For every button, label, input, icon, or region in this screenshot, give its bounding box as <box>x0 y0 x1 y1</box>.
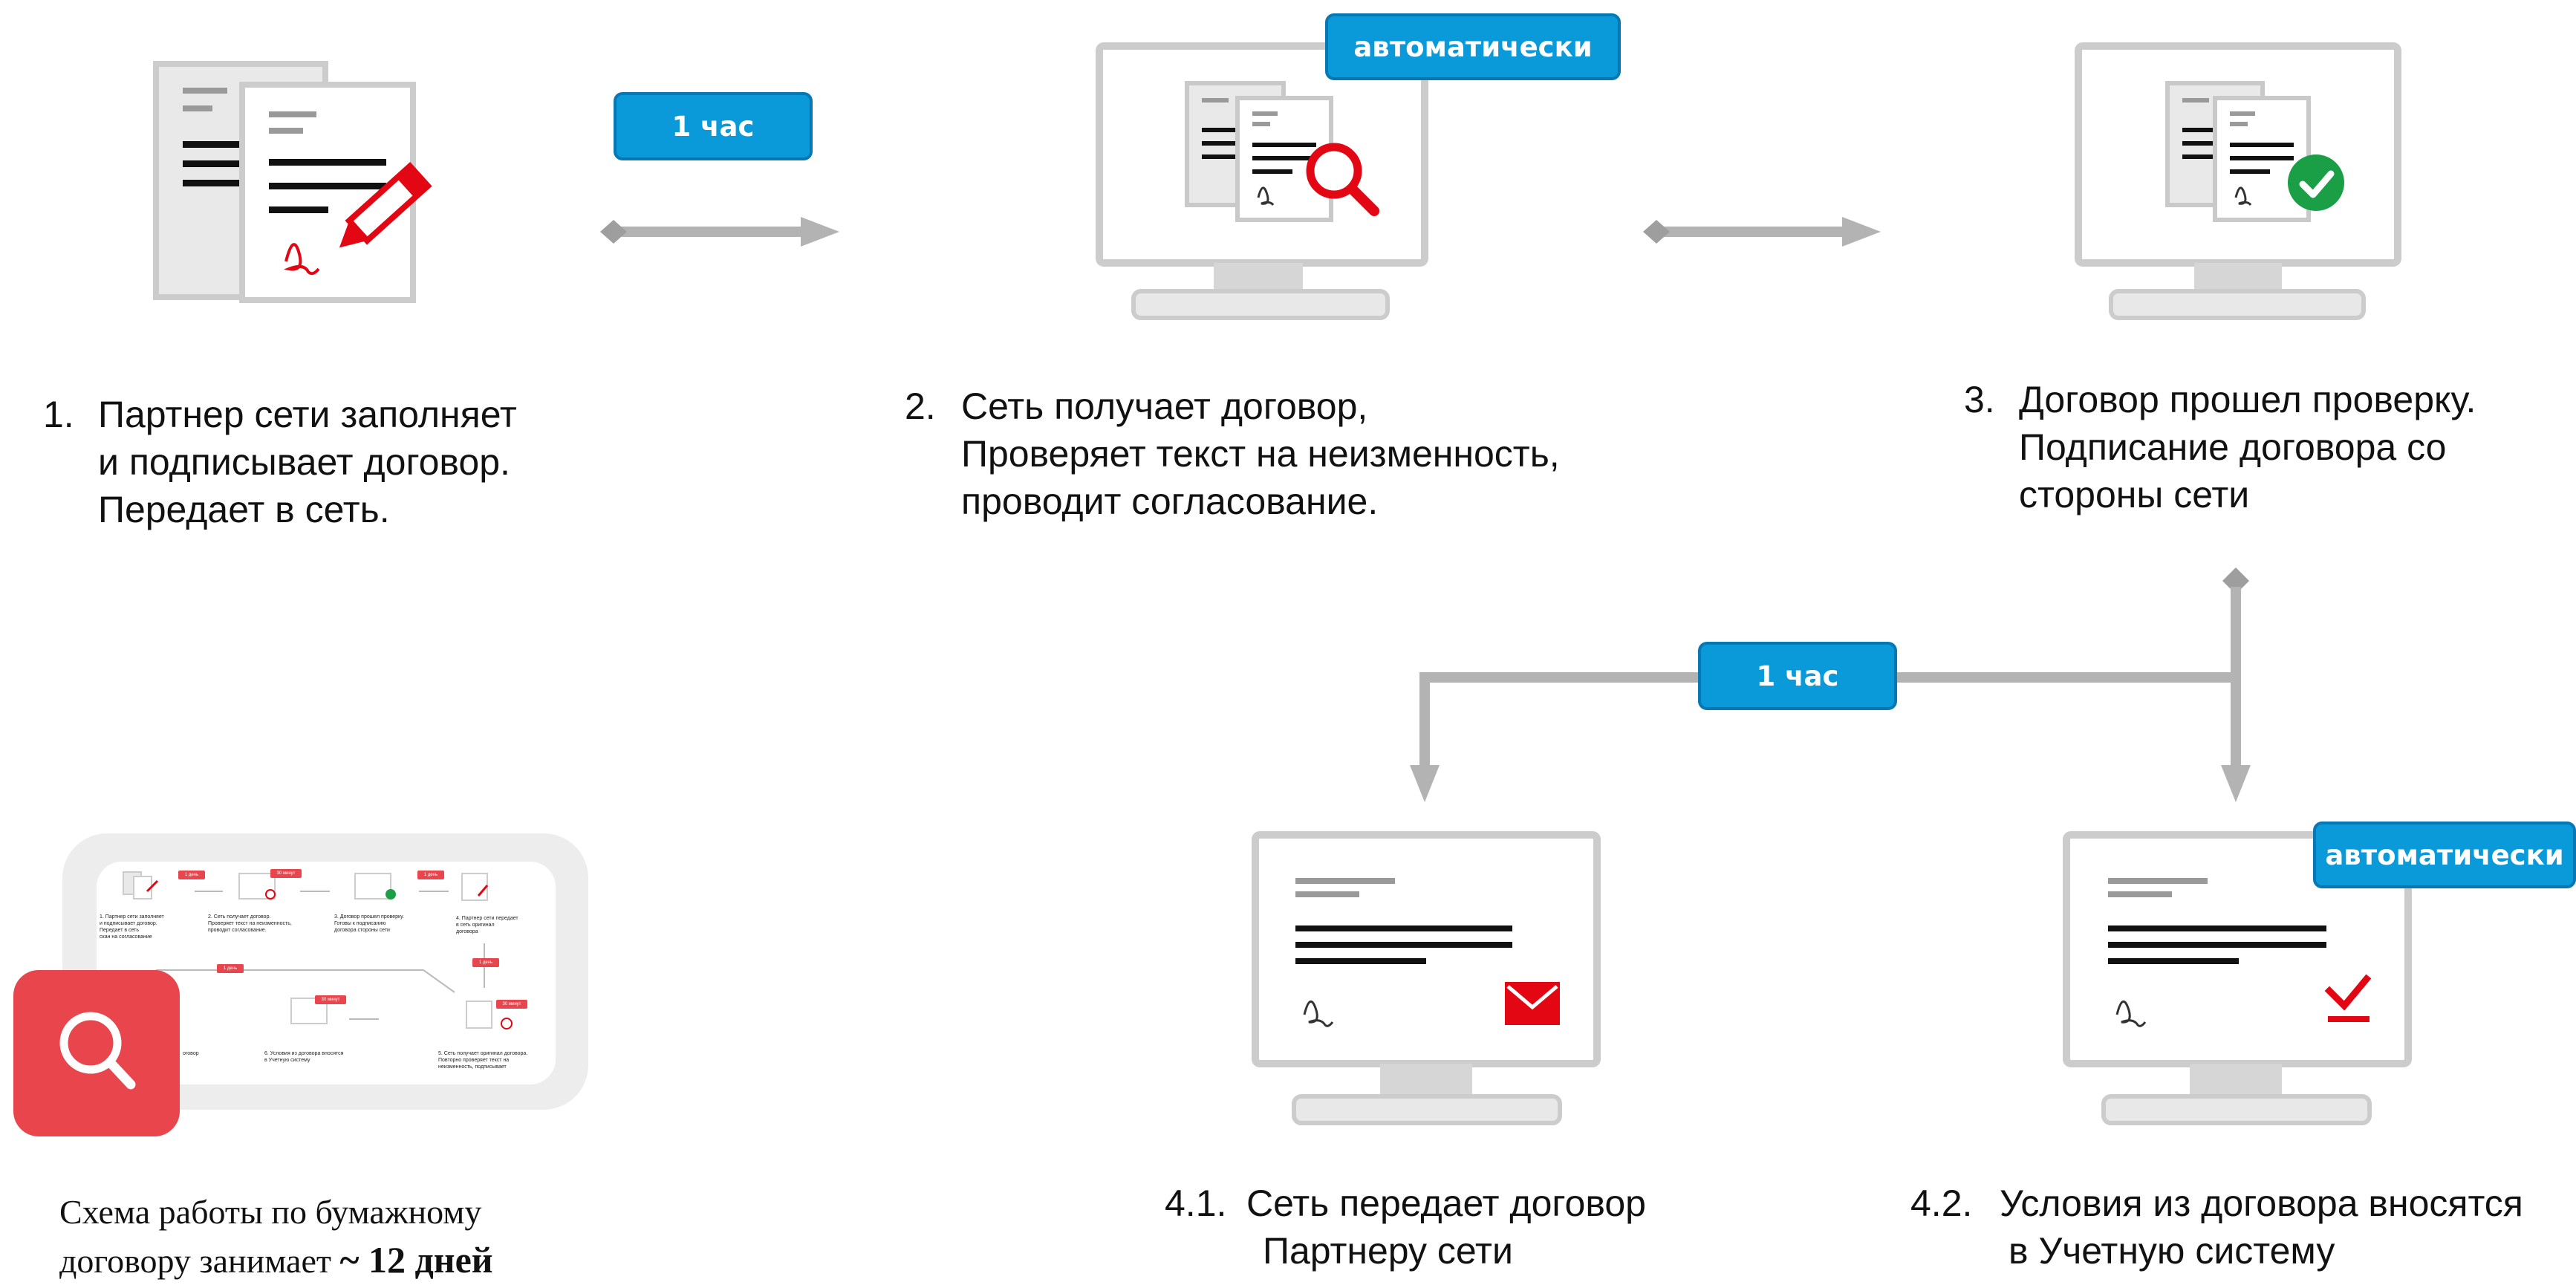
step-number: 4.1. <box>1165 1182 1227 1224</box>
step-line: Партнер сети заполняет <box>98 394 517 435</box>
thumb-step-3: 3. Договор прошел проверку. Готовы к под… <box>334 914 404 933</box>
thumb-badge: 30 минут <box>315 995 346 1004</box>
step-line: проводит согласование. <box>961 481 1379 522</box>
monitor-document-check-icon <box>2075 42 2401 320</box>
duration-badge-mid: 1 час <box>1698 642 1897 710</box>
step-number: 1. <box>43 394 74 435</box>
thumb-step-5: 5. Сеть получает оригинал договора. Повт… <box>438 1051 528 1070</box>
thumb-badge: 1 день <box>472 958 499 967</box>
arrow-step2-step3 <box>1643 217 1881 247</box>
thumb-badge: 1 день <box>417 871 444 879</box>
monitor-checkmark-icon <box>2063 831 2412 1125</box>
thumb-badge: 30 минут <box>496 1000 527 1009</box>
monitor-document-search-icon <box>1096 42 1428 320</box>
step-line: Условия из договора вносятся <box>2000 1182 2523 1224</box>
thumb-badge: 1 день <box>178 871 205 879</box>
step-number: 3. <box>1964 379 1995 420</box>
thumb-step-1: 1. Партнер сети заполняет и подписывает … <box>100 914 164 940</box>
thumb-step-7: оговор <box>183 1051 199 1056</box>
step-line: Подписание договора со <box>2019 426 2447 468</box>
step-line: Договор прошел проверку. <box>2019 379 2476 420</box>
arrow-step1-step2 <box>600 217 839 247</box>
caption-text: договору занимает <box>59 1242 331 1280</box>
step-number: 4.2. <box>1910 1182 1973 1224</box>
step-line: Сеть передает договор <box>1246 1182 1646 1224</box>
thumb-step-4: 4. Партнер сети передает в сеть оригинал… <box>456 916 518 934</box>
step-line: и подписывает договор. <box>98 441 510 483</box>
paper-document-pen-icon <box>153 61 432 303</box>
caption-line-2: договору занимает ~ 12 дней <box>59 1236 493 1285</box>
thumb-step-2: 2. Сеть получает договор. Проверяет текс… <box>208 914 292 933</box>
thumb-badge: 1 день <box>217 964 244 973</box>
monitor-envelope-icon <box>1252 831 1601 1125</box>
step-line: Партнеру сети <box>1263 1230 1513 1272</box>
paper-scheme-thumbnail <box>13 833 588 1136</box>
step-line: Передает в сеть. <box>98 489 390 530</box>
step-line: Проверяет текст на неизменность, <box>961 433 1560 475</box>
step-number: 2. <box>905 386 936 427</box>
auto-badge-top: автоматически <box>1325 13 1621 80</box>
step-line: в Учетную систему <box>2009 1230 2335 1272</box>
caption-duration: ~ 12 дней <box>339 1239 493 1281</box>
step-line: Сеть получает договор, <box>961 386 1368 427</box>
scheme-caption: Схема работы по бумажному договору заним… <box>59 1188 493 1285</box>
thumb-step-6: 6. Условия из договора вносятся в Учетну… <box>264 1051 344 1063</box>
duration-badge-top: 1 час <box>614 92 813 160</box>
step-line: стороны сети <box>2019 474 2250 515</box>
caption-line-1: Схема работы по бумажному <box>59 1193 482 1231</box>
auto-badge-bottom: автоматически <box>2313 822 2576 888</box>
thumb-badge: 30 минут <box>270 869 302 878</box>
